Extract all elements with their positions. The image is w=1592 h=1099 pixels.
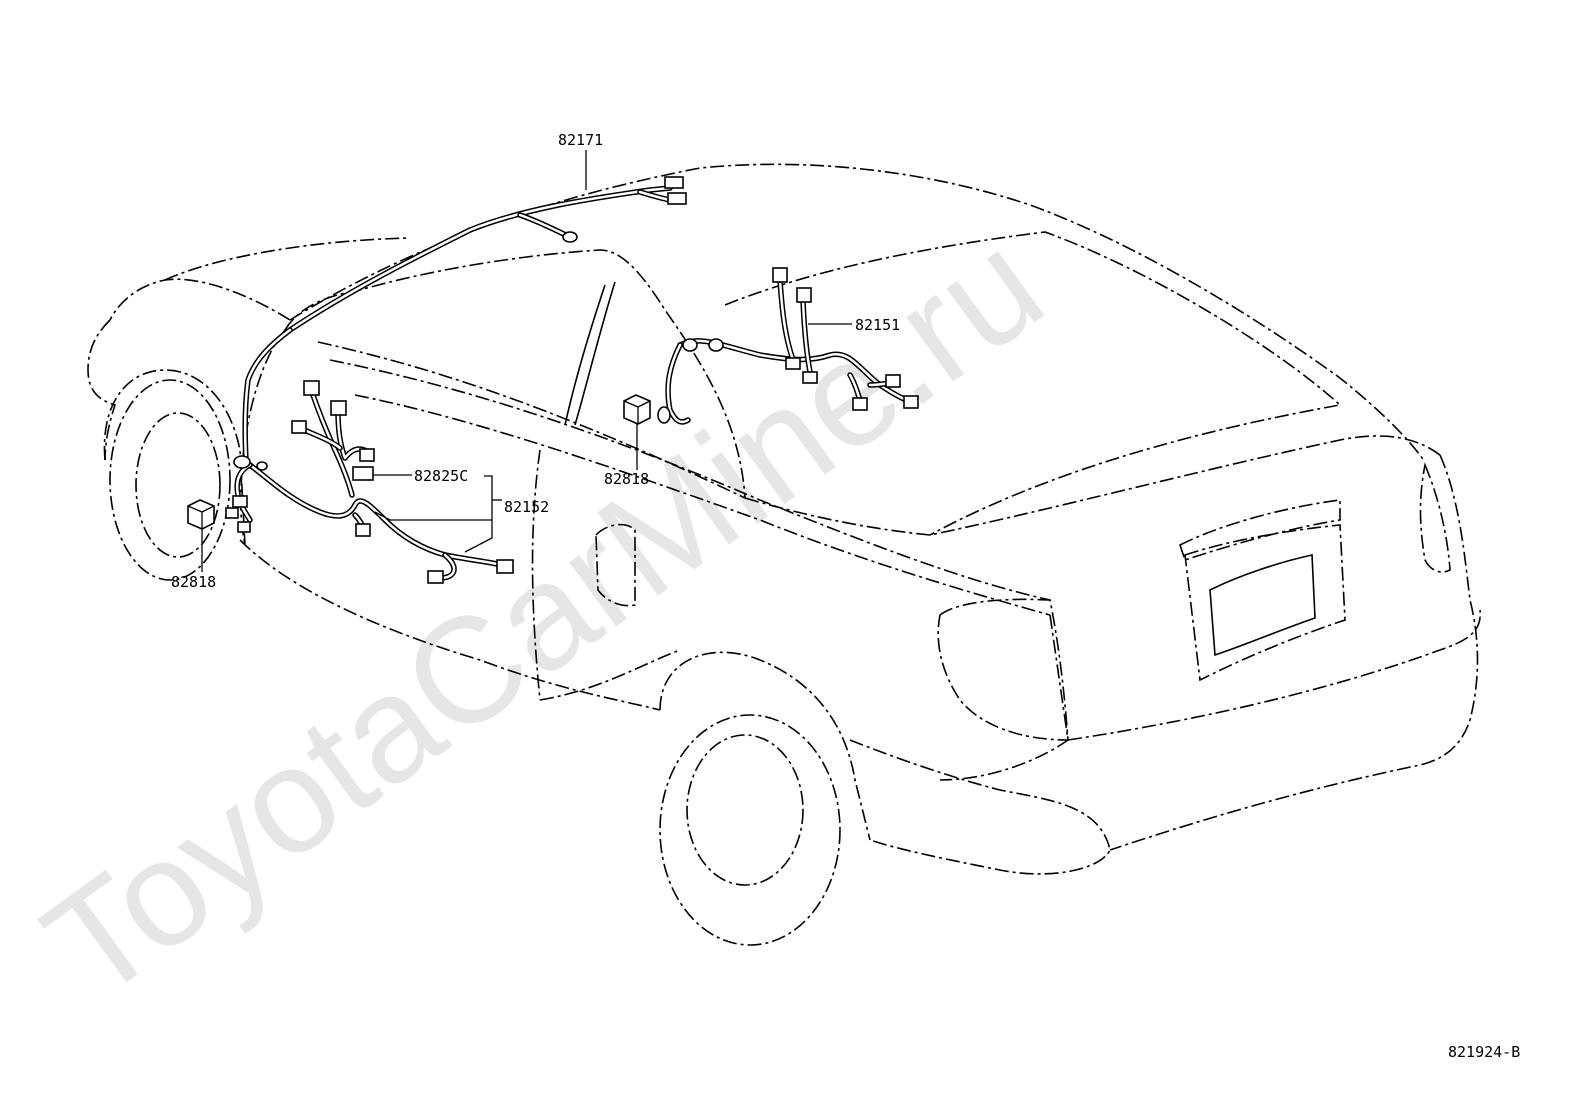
figure-code: 821924-B — [1448, 1043, 1520, 1061]
watermark-text: ToyotaCarMine.ru — [15, 199, 1071, 1031]
harness-82152 — [225, 380, 514, 584]
harness-82171 — [242, 176, 687, 463]
connector-82825c — [352, 466, 374, 481]
label-82151: 82151 — [855, 316, 900, 334]
leader-lines — [201, 150, 852, 572]
label-82818-center: 82818 — [604, 470, 649, 488]
roof-connector-a — [664, 176, 684, 189]
label-82818-left: 82818 — [171, 573, 216, 591]
roof-connector-b — [667, 192, 687, 205]
car-body-outline — [87, 163, 1481, 946]
label-82171: 82171 — [558, 131, 603, 149]
roof-grommet — [562, 231, 578, 243]
relay-82818-center — [623, 394, 651, 425]
relay-82818-left — [187, 499, 215, 530]
label-82152: 82152 — [504, 498, 549, 516]
label-82825c: 82825C — [414, 467, 468, 485]
harness-82151 — [657, 267, 919, 425]
